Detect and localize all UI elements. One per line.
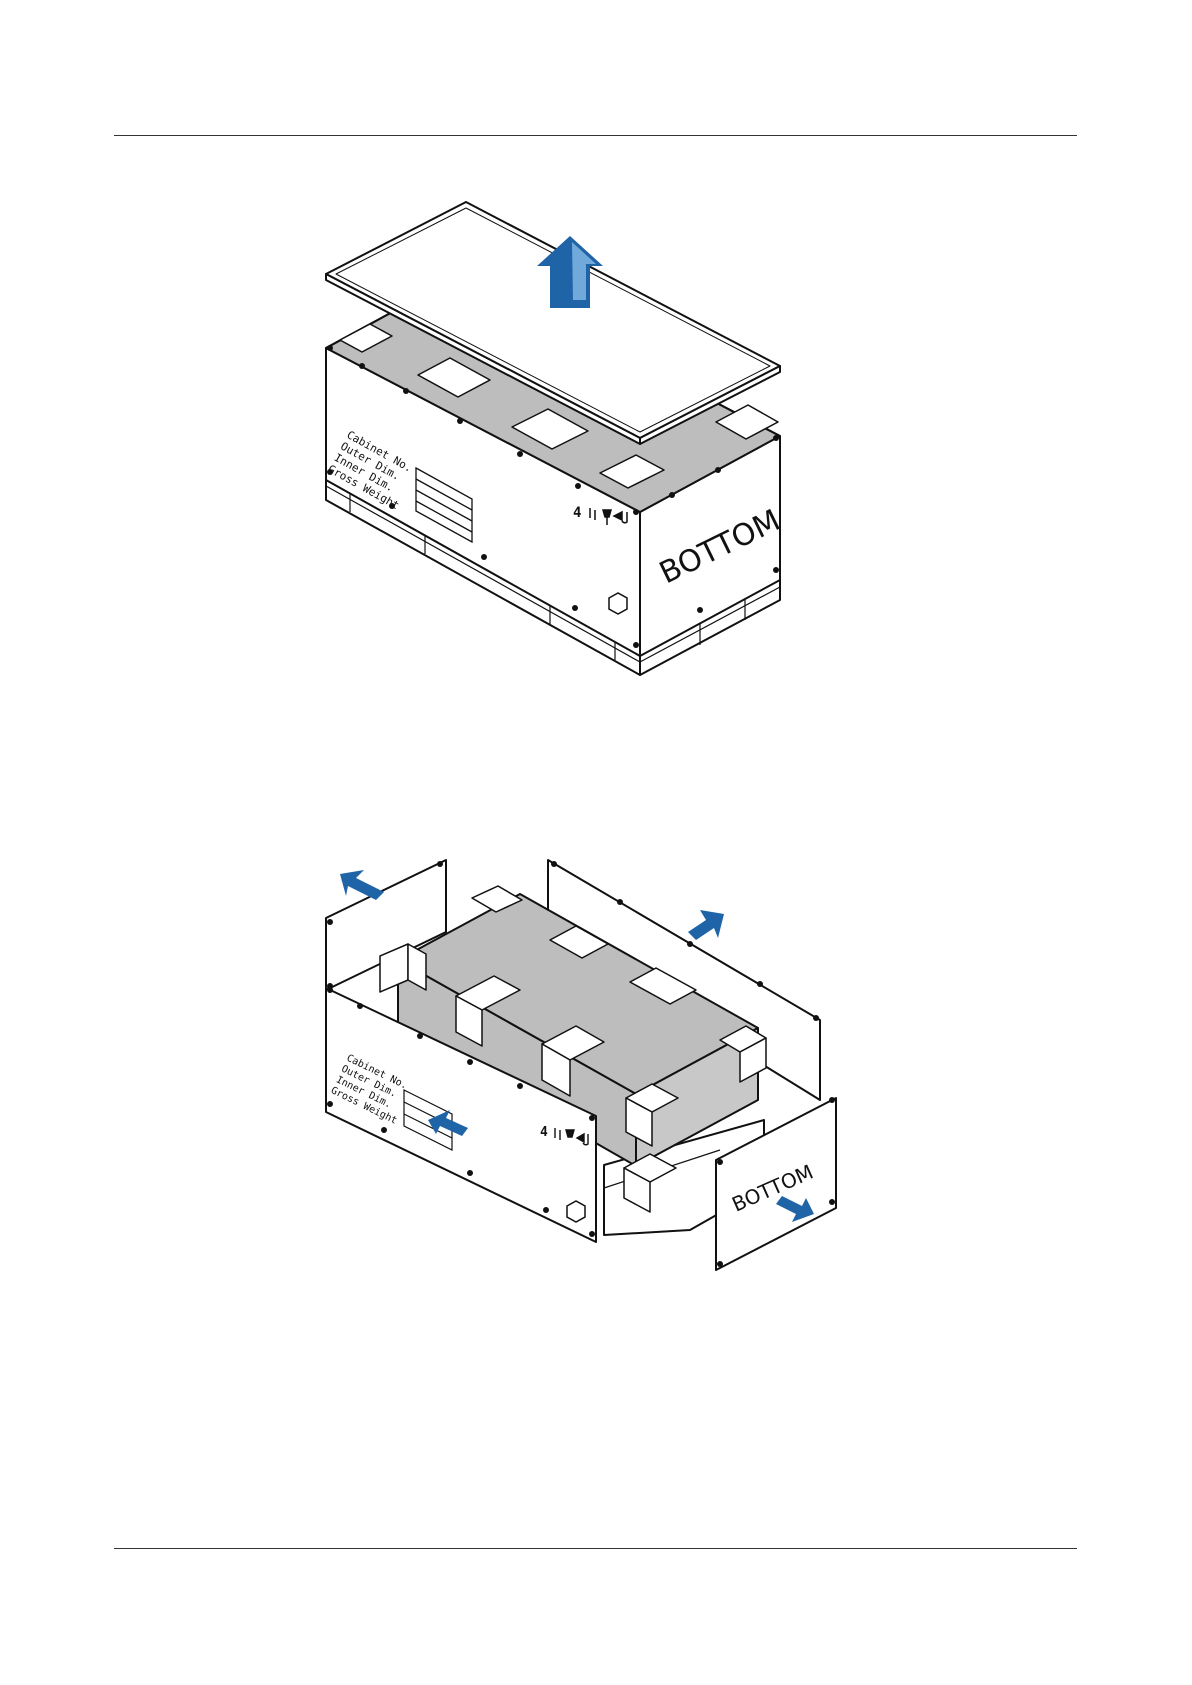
figure-lid-removal: Cabinet No. Outer Dim. Inner Dim. Gross … bbox=[0, 190, 1192, 690]
fragile-glass-icon bbox=[566, 1130, 574, 1137]
figure-panels-removal: Cabinet No. Outer Dim. Inner Dim. Gross … bbox=[0, 850, 1192, 1280]
stack-limit: 4 bbox=[573, 505, 581, 521]
footer-rule bbox=[114, 1548, 1077, 1549]
stack-limit-2: 4 bbox=[540, 1125, 548, 1140]
header-rule bbox=[114, 135, 1077, 136]
